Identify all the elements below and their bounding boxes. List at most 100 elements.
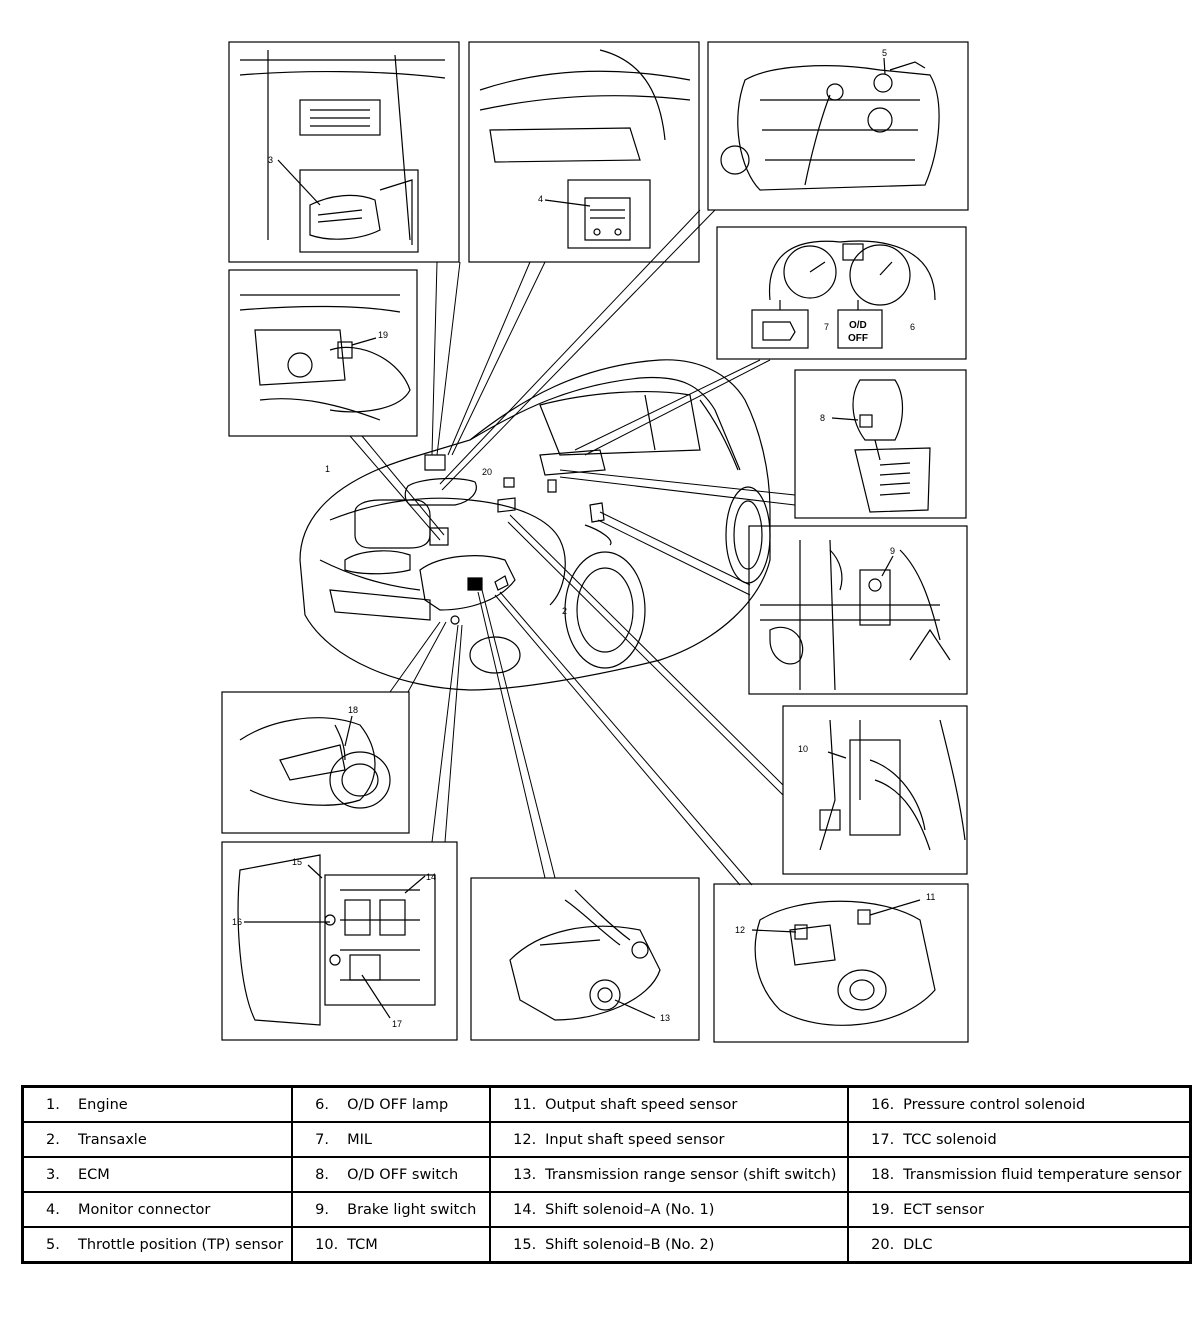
- legend-cell: 11. Output shaft speed sensor: [489, 1085, 850, 1123]
- legend-item-label: Shift solenoid–B (No. 2): [545, 1236, 715, 1253]
- callout-8: 8: [820, 413, 825, 423]
- callout-5: 5: [882, 48, 887, 58]
- legend-cell: 1. Engine: [21, 1085, 294, 1123]
- legend-item-number: 5.: [46, 1236, 60, 1253]
- legend-item-number: 19.: [871, 1201, 895, 1218]
- legend-item-label: DLC: [903, 1236, 933, 1253]
- legend-cell: 10. TCM: [291, 1226, 492, 1264]
- legend-row: 2. Transaxle 7. MIL 12.Input shaft speed sen…: [21, 1121, 1192, 1158]
- legend-item-label: O/D OFF lamp: [347, 1096, 449, 1113]
- legend-item-label: O/D OFF switch: [347, 1166, 459, 1183]
- leader-lines: [349, 209, 796, 886]
- legend-row: 1. Engine 6. O/D OFF lamp 11. Output shaft sp…: [21, 1085, 1192, 1123]
- legend-item-number: 1.: [46, 1096, 60, 1113]
- legend-cell: 14. Shift solenoid–A (No. 1): [489, 1191, 850, 1228]
- callout-6: 6: [910, 322, 915, 332]
- legend-item-label: Throttle position (TP) sensor: [78, 1236, 284, 1253]
- panel-od-off-switch: [794, 369, 967, 519]
- legend-cell: 13.Transmission range sensor (shift swit…: [489, 1156, 850, 1193]
- callout-7: 7: [824, 322, 829, 332]
- legend-item-label: Engine: [78, 1096, 128, 1113]
- panel-ect-sensor: [228, 269, 418, 437]
- legend-item-number: 13.: [513, 1166, 537, 1183]
- legend-item-label: Output shaft speed sensor: [545, 1096, 738, 1113]
- legend-cell: 15. Shift solenoid–B (No. 2): [489, 1226, 850, 1264]
- legend-cell: 8. O/D OFF switch: [291, 1156, 492, 1193]
- legend-item-label: ECM: [78, 1166, 110, 1183]
- legend-item-number: 18.: [871, 1166, 895, 1183]
- legend-row: 3. ECM 8. O/D OFF switch 13.Transmission ran…: [21, 1156, 1192, 1193]
- legend-row: 5. Throttle position (TP) sensor 10. TCM 15.…: [21, 1226, 1192, 1264]
- legend-item-number: 16.: [871, 1096, 895, 1113]
- legend-cell: 6. O/D OFF lamp: [291, 1085, 492, 1123]
- legend-cell: 2. Transaxle: [21, 1121, 294, 1158]
- callout-14: 14: [426, 872, 436, 882]
- legend-item-number: 4.: [46, 1201, 60, 1218]
- callout-16: 16: [232, 917, 242, 927]
- legend-item-label: Monitor connector: [78, 1201, 211, 1218]
- panel-valve-body: [221, 841, 458, 1041]
- legend-item-number: 7.: [315, 1131, 329, 1148]
- legend-item-number: 8.: [315, 1166, 329, 1183]
- legend-cell: 5. Throttle position (TP) sensor: [21, 1226, 294, 1264]
- legend-item-number: 11.: [513, 1096, 537, 1113]
- panel-range-sensor: [470, 877, 700, 1041]
- legend-item-label: Transmission fluid temperature sensor: [903, 1166, 1182, 1183]
- legend-item-number: 14.: [513, 1201, 537, 1218]
- legend-item-label: TCM: [347, 1236, 378, 1253]
- legend-row: 4. Monitor connector 9. Brake light switch 1…: [21, 1191, 1192, 1228]
- panel-speed-sensors: [713, 883, 969, 1043]
- callout-17: 17: [392, 1019, 402, 1029]
- legend-cell: 17. TCC solenoid: [847, 1121, 1192, 1158]
- callout-1: 1: [325, 464, 330, 474]
- legend-item-label: Transaxle: [78, 1131, 147, 1148]
- legend-item-label: MIL: [347, 1131, 372, 1148]
- legend-cell: 16. Pressure control solenoid: [847, 1085, 1192, 1123]
- legend-item-number: 12.: [513, 1131, 537, 1148]
- legend-item-label: TCC solenoid: [903, 1131, 997, 1148]
- callout-19: 19: [378, 330, 388, 340]
- legend-item-number: 2.: [46, 1131, 60, 1148]
- panel-tcm: [782, 705, 968, 875]
- legend-cell: 7. MIL: [291, 1121, 492, 1158]
- legend-cell: 4. Monitor connector: [21, 1191, 294, 1228]
- legend-item-number: 17.: [871, 1131, 895, 1148]
- callout-10: 10: [798, 744, 808, 754]
- panel-brake-light-switch: [748, 525, 968, 695]
- legend-item-label: Shift solenoid–A (No. 1): [545, 1201, 715, 1218]
- legend-cell: 12.Input shaft speed sensor: [489, 1121, 850, 1158]
- legend-cell: 20. DLC: [847, 1226, 1192, 1264]
- legend-item-number: 3.: [46, 1166, 60, 1183]
- panel-tp-sensor: [707, 41, 969, 211]
- legend-item-number: 10.: [315, 1236, 339, 1253]
- callout-4: 4: [538, 194, 543, 204]
- car-illustration: [299, 359, 771, 691]
- legend-cell: 18. Transmission fluid temperature sensor: [847, 1156, 1192, 1193]
- legend-item-label: Brake light switch: [347, 1201, 477, 1218]
- legend-item-number: 6.: [315, 1096, 329, 1113]
- callout-3: 3: [268, 155, 273, 165]
- callout-labels: 1 2 3 4 5 6 7 8 9 10 11 12 13 14 15 16 1…: [232, 48, 935, 1029]
- od-off-lamp-od-text: O/D: [849, 320, 867, 331]
- legend-item-number: 20.: [871, 1236, 895, 1253]
- panel-ecm: [228, 41, 460, 263]
- callout-20: 20: [482, 467, 492, 477]
- component-location-diagram: 1 2 3 4 5 6 7 8 9 10 11 12 13 14 15 16 1…: [221, 41, 969, 1043]
- legend-item-number: 9.: [315, 1201, 329, 1218]
- callout-9: 9: [890, 546, 895, 556]
- callout-2: 2: [562, 606, 567, 616]
- od-off-lamp-off-text: OFF: [848, 333, 868, 344]
- callout-18: 18: [348, 705, 358, 715]
- callout-13: 13: [660, 1013, 670, 1023]
- callout-15: 15: [292, 857, 302, 867]
- legend-cell: 19. ECT sensor: [847, 1191, 1192, 1228]
- legend-item-number: 15.: [513, 1236, 537, 1253]
- legend-cell: 3. ECM: [21, 1156, 294, 1193]
- legend-item-label: ECT sensor: [903, 1201, 984, 1218]
- callout-12: 12: [735, 925, 745, 935]
- callout-11: 11: [926, 892, 935, 902]
- parts-legend-table: 1. Engine 6. O/D OFF lamp 11. Output shaft sp…: [21, 1085, 1193, 1264]
- legend-cell: 9. Brake light switch: [291, 1191, 492, 1228]
- legend-item-label: Pressure control solenoid: [903, 1096, 1086, 1113]
- panel-instrument-cluster: [716, 226, 967, 360]
